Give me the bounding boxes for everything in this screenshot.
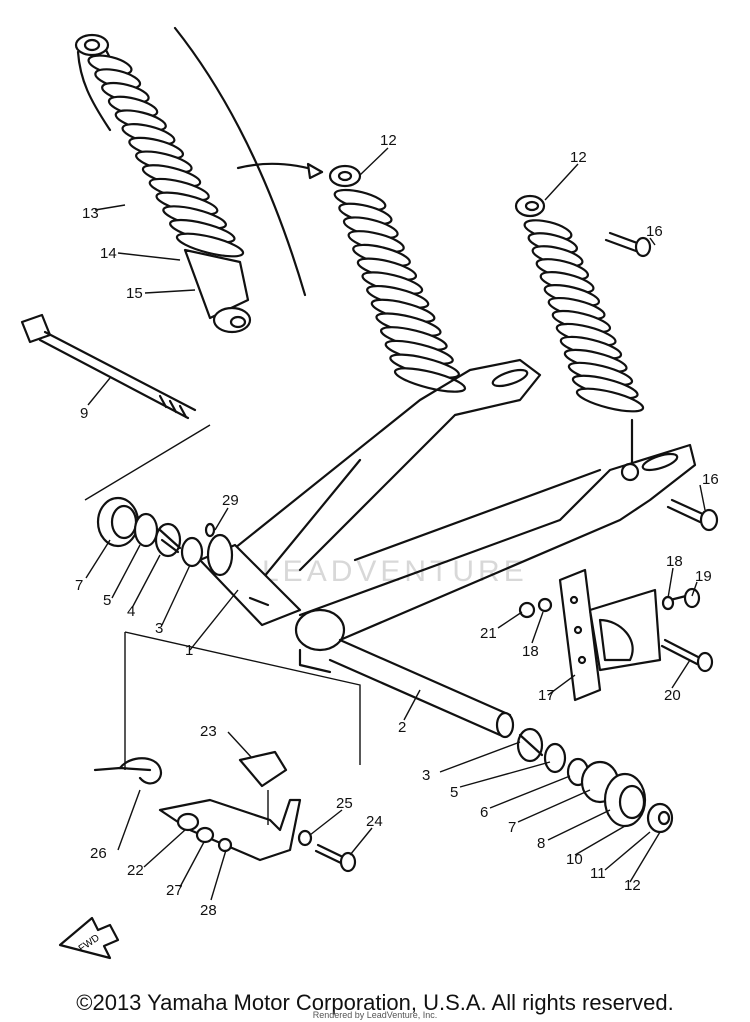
callout-28: 28 [200,902,217,919]
shock-absorber-13 [74,33,252,334]
pivot-bolt-9 [20,313,211,501]
callout-25: 25 [336,795,353,812]
callout-7-b: 8 [537,835,545,852]
callout-23: 23 [200,723,217,740]
callout-8: 10 [566,851,583,868]
callout-29: 29 [222,492,239,509]
callout-5-b: 6 [480,804,488,821]
shock-absorber-12-left [328,164,467,393]
callout-24: 24 [366,813,383,830]
callout-3-b: 3 [422,767,430,784]
callout-15: 15 [126,285,143,302]
callout-20: 20 [664,687,681,704]
left-bearing-stack [96,496,216,568]
copyright-notice: ©2013 Yamaha Motor Corporation, U.S.A. A… [76,990,674,1015]
shock-absorber-12-right [514,194,645,482]
callout-18-b: 18 [522,643,539,660]
callout-6: 7 [508,819,516,836]
callout-26: 26 [90,845,107,862]
right-bearing-stack [516,727,674,834]
callout-1: 1 [185,642,193,659]
callout-7-a: 7 [75,577,83,594]
callout-5-a: 5 [103,592,111,609]
callout-16-a: 16 [646,223,663,240]
callout-14: 14 [100,245,117,262]
callout-4-b: 5 [450,784,458,801]
callout-3-a: 3 [155,620,163,637]
callout-12-b: 12 [570,149,587,166]
callout-labels: 13 14 15 12 12 16 9 29 16 7 5 4 3 1 2 18… [75,132,719,919]
leader-lines [85,147,706,901]
callout-19: 19 [695,568,712,585]
rendered-by-note: Rendered by LeadVenture, Inc. [312,1010,438,1020]
callout-13: 13 [82,205,99,222]
callout-12-a: 12 [380,132,397,149]
swing-arm [198,358,697,674]
chain-tensioner-assembly [93,631,361,862]
callout-21: 21 [480,625,497,642]
callout-22: 22 [127,862,144,879]
callout-2: 2 [398,719,406,736]
callout-9: 9 [80,405,88,422]
callout-11: 12 [624,877,641,894]
callout-17: 17 [538,687,555,704]
callout-27: 27 [166,882,183,899]
watermark-text: LEADVENTURE [262,555,528,588]
callout-4-a: 4 [127,603,135,620]
fwd-arrow-icon: FWD [58,916,120,960]
bolts [297,231,719,873]
pivot-shaft [328,638,515,739]
callout-16-b: 16 [702,471,719,488]
reference-arrow [173,26,307,297]
callout-18-a: 18 [666,553,683,570]
callout-10: 11 [590,865,606,882]
bracket-17 [518,568,662,702]
